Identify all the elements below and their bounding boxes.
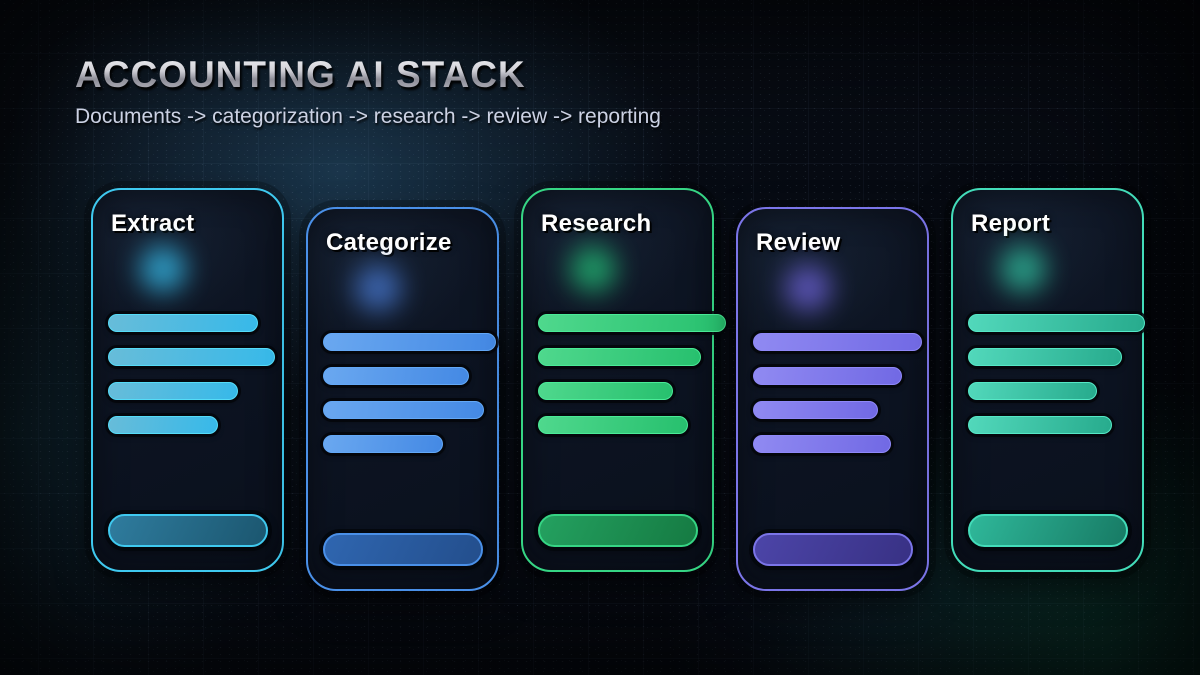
skeleton-text-bars bbox=[108, 314, 275, 434]
skeleton-bar bbox=[968, 416, 1112, 434]
skeleton-bar bbox=[538, 416, 688, 434]
skeleton-bar bbox=[323, 435, 443, 453]
status-glow-dot bbox=[785, 265, 831, 311]
skeleton-bar bbox=[323, 401, 484, 419]
skeleton-bar bbox=[323, 367, 469, 385]
page-subtitle: Documents -> categorization -> research … bbox=[75, 105, 661, 128]
action-button-pill bbox=[323, 533, 483, 566]
action-button-pill bbox=[968, 514, 1128, 547]
card-review: Review bbox=[736, 207, 929, 591]
status-glow-dot bbox=[1000, 246, 1046, 292]
status-glow-dot bbox=[570, 246, 616, 292]
action-button-pill bbox=[753, 533, 913, 566]
card-categorize: Categorize bbox=[306, 207, 499, 591]
card-title: Report bbox=[971, 210, 1051, 237]
pipeline-cards: Extract Categorize Research bbox=[91, 188, 1145, 591]
skeleton-bar bbox=[538, 382, 673, 400]
card-research: Research bbox=[521, 188, 726, 572]
skeleton-bar bbox=[538, 348, 701, 366]
skeleton-text-bars bbox=[323, 333, 496, 453]
card-title: Extract bbox=[111, 210, 195, 237]
skeleton-text-bars bbox=[538, 314, 726, 434]
action-button-pill bbox=[108, 514, 268, 547]
skeleton-bar bbox=[753, 333, 922, 351]
action-button-pill bbox=[538, 514, 698, 547]
page-title: ACCOUNTING AI STACK bbox=[75, 54, 661, 96]
skeleton-bar bbox=[108, 314, 258, 332]
card-title: Review bbox=[756, 229, 841, 256]
skeleton-bar bbox=[753, 367, 902, 385]
card-title: Research bbox=[541, 210, 652, 237]
status-glow-dot bbox=[355, 265, 401, 311]
skeleton-bar bbox=[108, 348, 275, 366]
skeleton-bar bbox=[968, 314, 1145, 332]
skeleton-bar bbox=[108, 382, 238, 400]
card-extract: Extract bbox=[91, 188, 284, 572]
skeleton-text-bars bbox=[968, 314, 1145, 434]
skeleton-bar bbox=[753, 401, 878, 419]
skeleton-bar bbox=[753, 435, 891, 453]
skeleton-bar bbox=[968, 348, 1122, 366]
card-title: Categorize bbox=[326, 229, 452, 256]
skeleton-bar bbox=[323, 333, 496, 351]
skeleton-bar bbox=[968, 382, 1097, 400]
skeleton-bar bbox=[108, 416, 218, 434]
card-report: Report bbox=[951, 188, 1145, 572]
slide-header: ACCOUNTING AI STACK Documents -> categor… bbox=[75, 54, 661, 129]
skeleton-text-bars bbox=[753, 333, 922, 453]
status-glow-dot bbox=[140, 246, 186, 292]
skeleton-bar bbox=[538, 314, 726, 332]
